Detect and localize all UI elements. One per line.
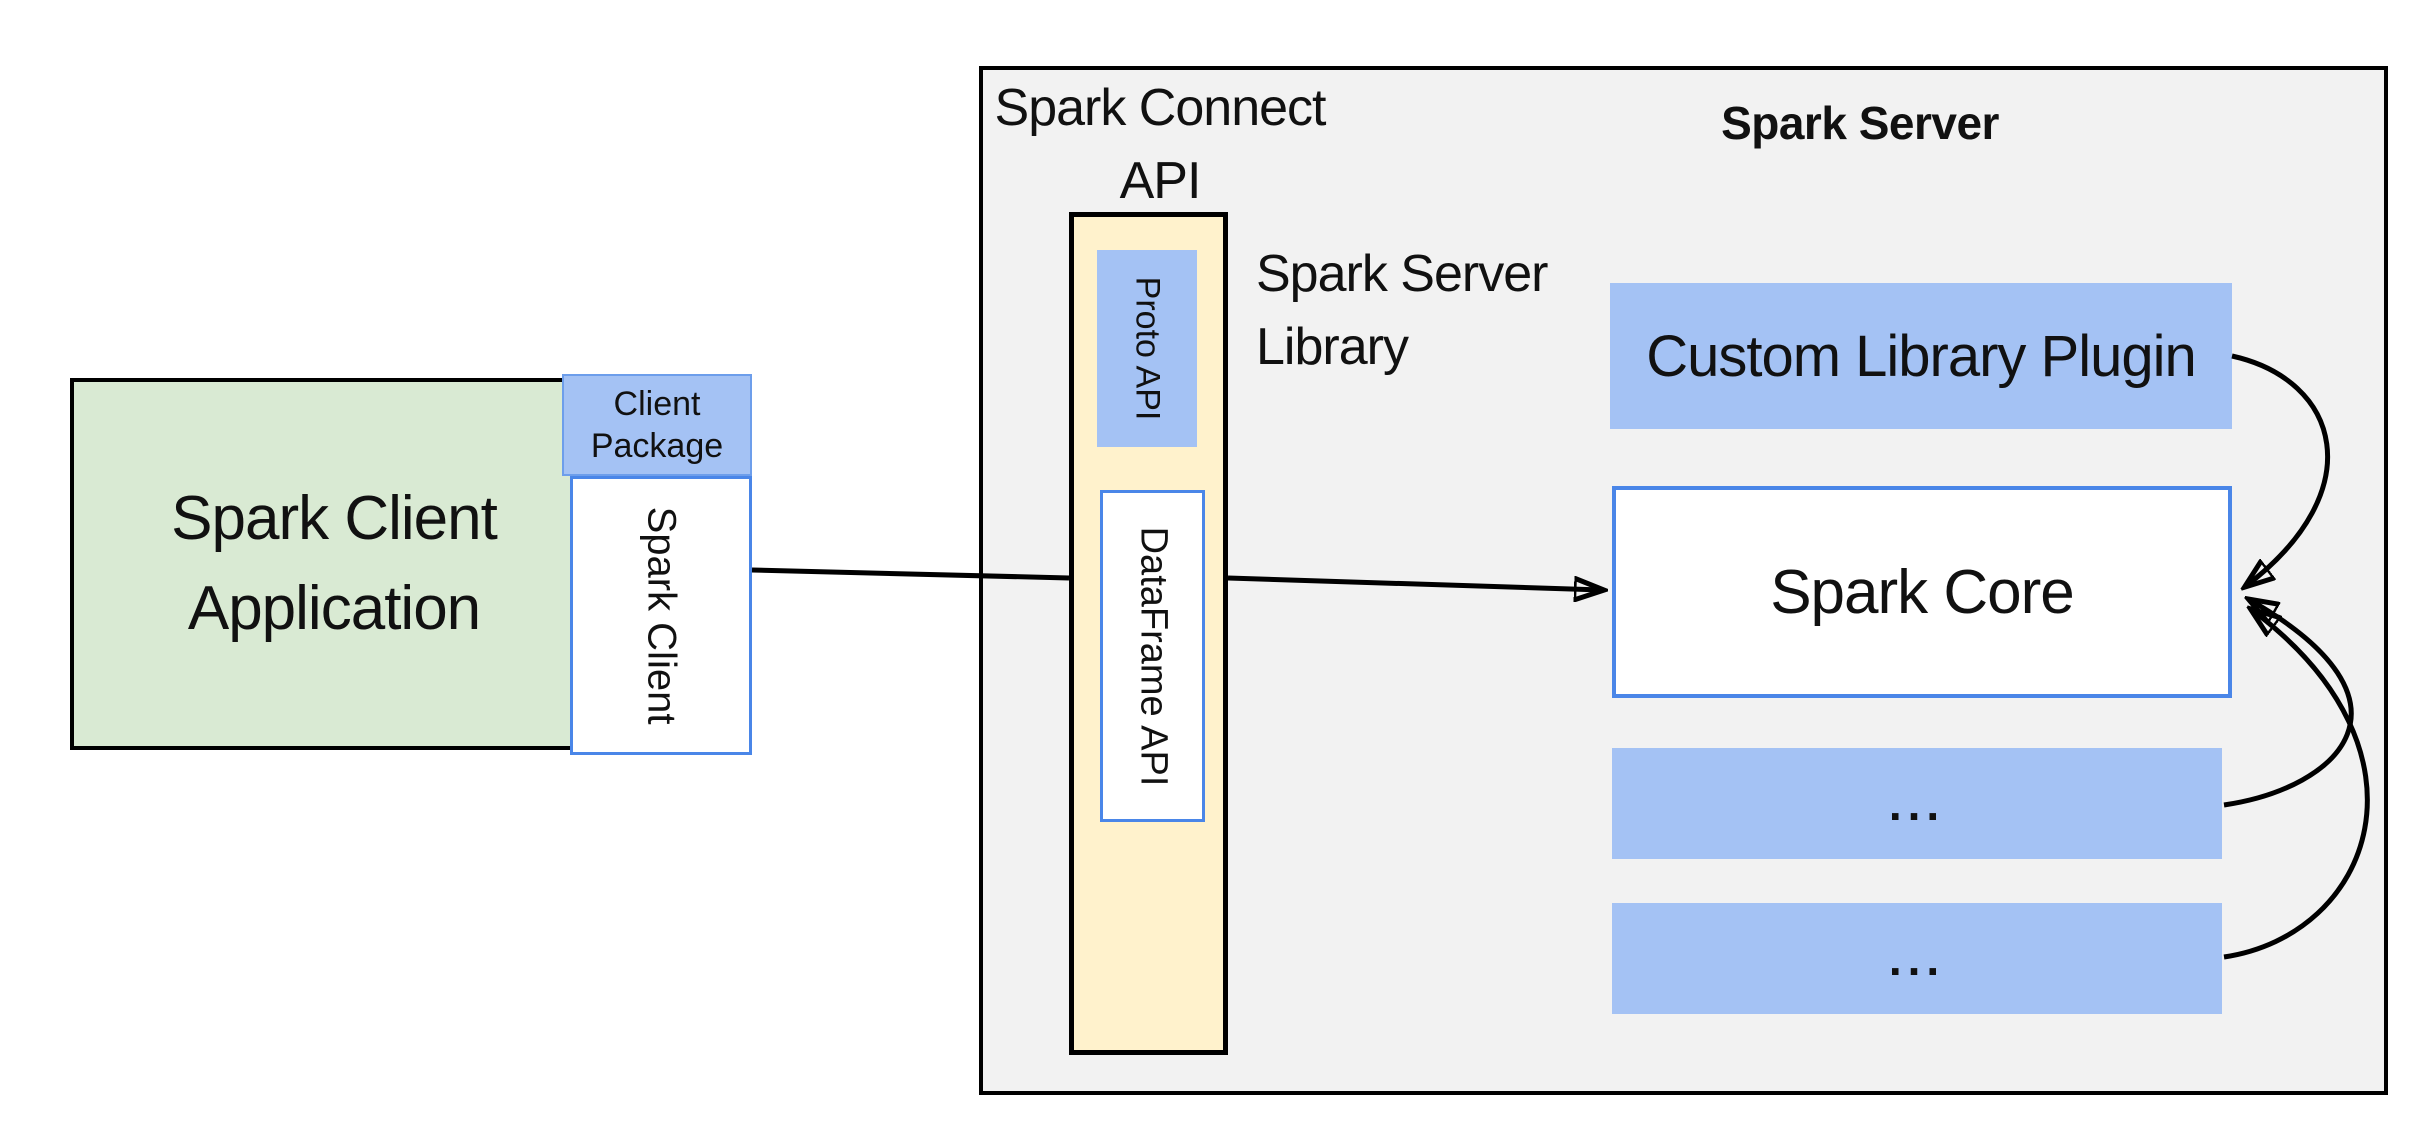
client-package-box: Client Package [562,374,752,476]
dataframe-api-box: DataFrame API [1100,490,1205,822]
spark-core-box: Spark Core [1612,486,2232,698]
custom-library-plugin-label: Custom Library Plugin [1646,323,2197,389]
spark-server-library-label: Spark Server Library [1256,245,1548,376]
spark-server-title: Spark Server [1721,97,1999,149]
plugin-slot-2-label: ... [1888,932,1946,985]
proto-api-box: Proto API [1097,250,1197,447]
spark-client-label: Spark Client [639,506,684,725]
plugin-slot-2-box: ... [1612,903,2222,1014]
spark-client-box: Spark Client [570,476,752,755]
plugin-slot-1-label: ... [1888,777,1946,830]
custom-library-plugin-box: Custom Library Plugin [1610,283,2232,429]
proto-api-label: Proto API [1128,276,1167,421]
client-package-label: Client Package [590,384,724,466]
spark-core-label: Spark Core [1770,557,2075,627]
spark-connect-api-label: Spark Connect API [994,79,1327,210]
plugin-slot-1-box: ... [1612,748,2222,859]
dataframe-api-label: DataFrame API [1132,526,1175,786]
spark-client-application-box: Spark Client Application [70,378,598,750]
spark-client-application-label: Spark Client Application [171,484,498,643]
